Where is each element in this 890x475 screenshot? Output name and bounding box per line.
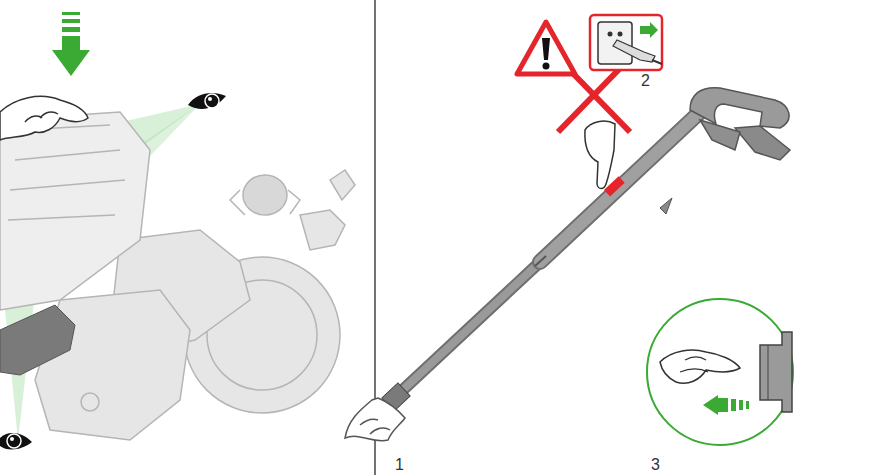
- press-arrow: [62, 19, 80, 23]
- vacuum-body: [330, 170, 355, 200]
- wand-tube: [392, 262, 540, 400]
- callout-number: 1: [395, 456, 404, 474]
- press-arrow: [62, 36, 80, 50]
- detail-circle: [739, 400, 743, 410]
- unplug-icon: [590, 15, 662, 70]
- vacuum-body: [230, 190, 300, 215]
- vacuum-body: [0, 112, 150, 310]
- unplug-icon: [613, 40, 655, 62]
- wand-tube: [382, 88, 790, 411]
- callout-number: 3: [651, 456, 660, 474]
- dark-tool: [0, 305, 75, 375]
- unplug-icon: [618, 32, 623, 37]
- unplug-icon: [652, 60, 662, 64]
- vacuum-body: [243, 175, 287, 215]
- detail-circle: [718, 398, 728, 412]
- eye-icon: [0, 433, 32, 449]
- hand: [0, 96, 88, 140]
- vacuum-body: [0, 112, 355, 440]
- cloth: [345, 398, 405, 441]
- warning-triangle: [542, 38, 550, 60]
- cloth: [360, 419, 390, 434]
- eye-icon: [208, 97, 212, 101]
- press-arrow: [62, 27, 80, 32]
- press-arrow: [52, 12, 90, 76]
- eye-icon: [205, 94, 219, 108]
- dark-tool: [0, 305, 75, 375]
- eye-icon: [0, 433, 32, 449]
- press-arrow: [62, 12, 80, 15]
- unplug-icon: [590, 15, 662, 70]
- unplug-icon: [640, 22, 658, 38]
- eye-icon: [188, 93, 226, 109]
- vacuum-body: [8, 125, 125, 220]
- hand: [25, 112, 58, 122]
- wand-tube: [392, 262, 540, 400]
- callout-number: 2: [641, 72, 650, 90]
- detail-circle: [760, 332, 792, 412]
- eye-icon: [10, 437, 14, 441]
- wand-tube: [700, 120, 740, 150]
- hand: [0, 96, 88, 140]
- eye-icon: [188, 93, 226, 109]
- wand-tube: [540, 112, 700, 262]
- pointing-hand: [585, 121, 615, 188]
- eye-icon: [7, 434, 21, 448]
- detail-circle: [703, 395, 718, 415]
- wand-tube: [535, 256, 546, 266]
- detail-circle: [680, 357, 708, 372]
- warning-triangle: [517, 22, 575, 74]
- wand-tube: [540, 112, 700, 262]
- warning-triangle: [543, 63, 550, 70]
- wand-tube: [660, 198, 672, 214]
- vacuum-body: [300, 210, 345, 250]
- detail-circle: [746, 401, 749, 409]
- detail-circle: [731, 399, 736, 411]
- detail-circle: [768, 345, 769, 400]
- unplug-icon: [608, 32, 613, 37]
- vacuum-body: [81, 393, 99, 411]
- detail-circle: [647, 299, 793, 445]
- detail-circle: [647, 299, 793, 445]
- detail-circle: [660, 350, 740, 383]
- press-arrow: [52, 50, 90, 76]
- pointing-hand: [585, 121, 615, 188]
- warning-triangle: [517, 22, 575, 74]
- wand-tube: [735, 126, 790, 160]
- cloth: [345, 398, 405, 441]
